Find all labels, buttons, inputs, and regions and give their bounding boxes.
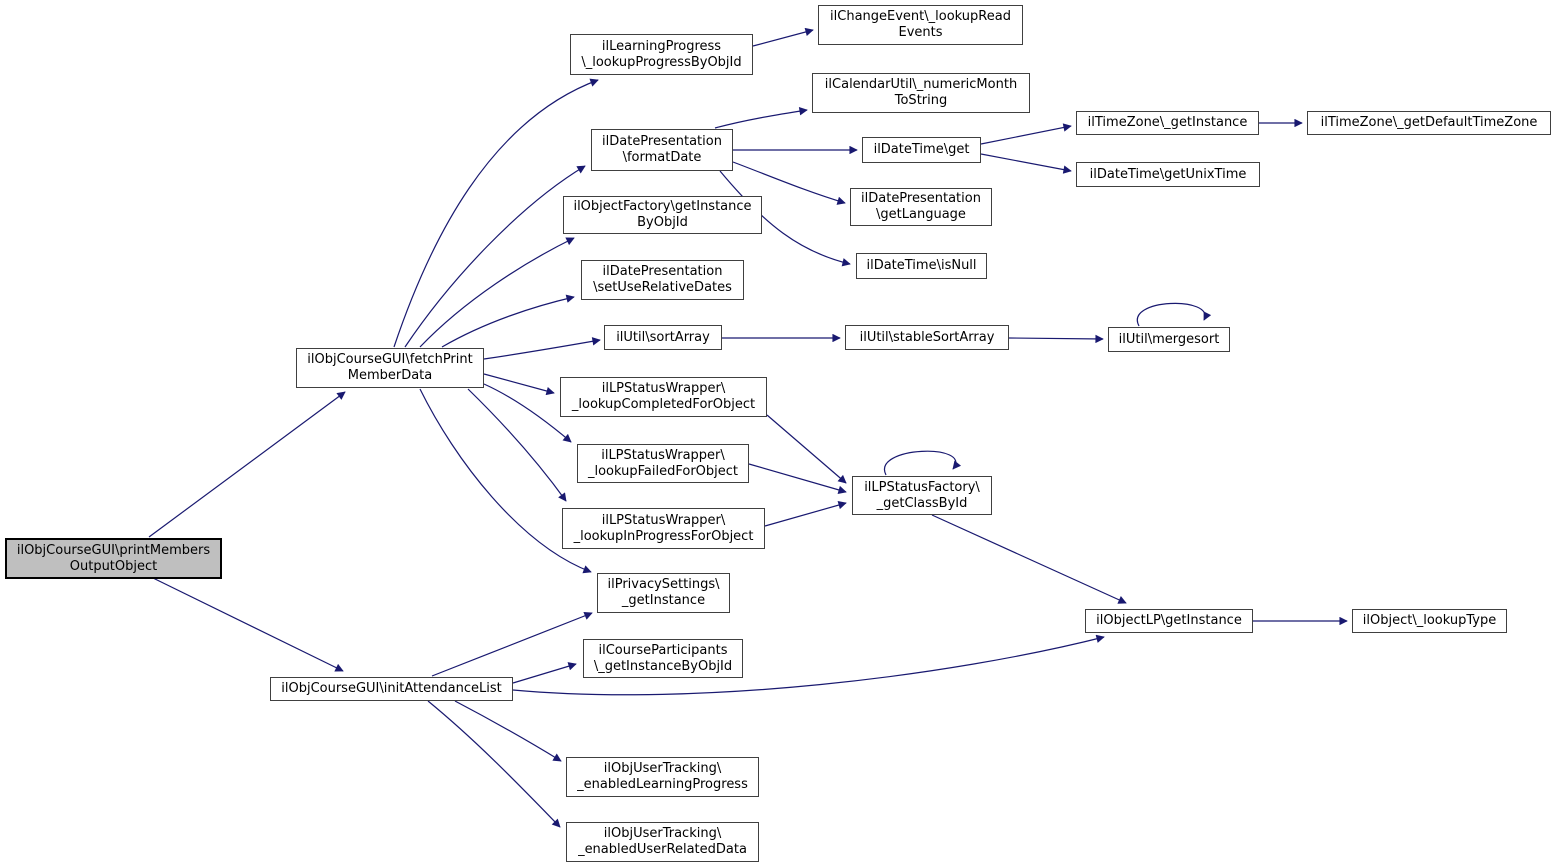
node-numericMonthToString[interactable]: ilCalendarUtil\_numericMonth ToString: [812, 73, 1030, 113]
edge-fetchPrint-to-formatDate: [404, 165, 586, 348]
edge-initAttendance-to-privacyGetInstance: [431, 611, 593, 677]
edge-lookupCompleted-to-getClassById: [766, 414, 847, 484]
node-privacyGetInstance[interactable]: ilPrivacySettings\ _getInstance: [597, 573, 730, 613]
edge-lookupProgress-to-lookupReadEvents: [752, 27, 814, 47]
node-stableSortArray[interactable]: ilUtil\stableSortArray: [845, 325, 1009, 350]
edge-printMembers-to-fetchPrint: [148, 391, 346, 538]
node-initAttendanceList[interactable]: ilObjCourseGUI\initAttendanceList: [270, 677, 513, 701]
node-getInstanceByObjId[interactable]: ilObjectFactory\getInstance ByObjId: [563, 196, 762, 234]
node-lookupReadEvents[interactable]: ilChangeEvent\_lookupRead Events: [818, 5, 1023, 45]
edge-fetchPrint-to-lookupFailed: [483, 383, 572, 443]
edge-lookupInProgress-to-getClassById: [764, 501, 847, 527]
edge-mergesort-self-loop: [1136, 302, 1212, 327]
edge-dateTimeGet-to-getUnixTime: [980, 153, 1072, 174]
node-objectLookupType[interactable]: ilObject\_lookupType: [1352, 609, 1507, 633]
edge-formatDate-to-isNull: [719, 170, 851, 267]
node-fetchPrintMemberData[interactable]: ilObjCourseGUI\fetchPrint MemberData: [296, 348, 484, 388]
edge-formatDate-to-numericMonthToString: [714, 107, 808, 129]
node-isNull[interactable]: ilDateTime\isNull: [856, 253, 987, 279]
node-getLanguage[interactable]: ilDatePresentation \getLanguage: [850, 188, 992, 226]
node-courseParticipantsGetInstanceByObjId[interactable]: ilCourseParticipants \_getInstanceByObjI…: [583, 639, 743, 678]
node-mergesort[interactable]: ilUtil\mergesort: [1108, 327, 1230, 352]
edge-fetchPrint-to-lookupCompleted: [483, 373, 555, 396]
edge-fetchPrint-to-lookupProgressByObjId: [393, 78, 599, 348]
edge-fetchPrint-to-lookupInProgress: [467, 388, 567, 502]
node-tzGetInstance[interactable]: ilTimeZone\_getInstance: [1076, 111, 1259, 135]
edge-fetchPrint-to-privacyGetInstance: [419, 388, 592, 574]
node-objectLPGetInstance[interactable]: ilObjectLP\getInstance: [1085, 609, 1253, 633]
edge-initAttendance-to-objectLPGetInstance: [512, 634, 1105, 696]
node-lookupProgressByObjId[interactable]: ilLearningProgress \_lookupProgressByObj…: [570, 34, 753, 75]
node-lookupFailedForObject[interactable]: ilLPStatusWrapper\ _lookupFailedForObjec…: [577, 444, 749, 483]
node-sortArray[interactable]: ilUtil\sortArray: [604, 325, 722, 350]
edge-initAttendance-to-enabledLearningProgress: [454, 700, 562, 762]
edge-fetchPrint-to-setUseRelativeDates: [441, 294, 575, 348]
node-formatDate[interactable]: ilDatePresentation \formatDate: [591, 129, 733, 171]
node-enabledUserRelatedData[interactable]: ilObjUserTracking\ _enabledUserRelatedDa…: [566, 822, 759, 862]
edge-stableSortArray-to-mergesort: [1008, 334, 1104, 344]
edge-fetchPrint-to-getInstanceByObjId: [419, 237, 575, 348]
node-enabledLearningProgress[interactable]: ilObjUserTracking\ _enabledLearningProgr…: [566, 757, 759, 797]
edge-printMembers-to-initAttendance: [152, 577, 344, 672]
edge-formatDate-to-getLanguage: [732, 161, 846, 205]
edge-initAttendance-to-enabledUserRelatedData: [427, 700, 561, 828]
node-lookupInProgressForObject[interactable]: ilLPStatusWrapper\ _lookupInProgressForO…: [562, 508, 765, 549]
node-getUnixTime[interactable]: ilDateTime\getUnixTime: [1076, 162, 1260, 187]
edge-initAttendance-to-courseParticipants: [512, 662, 577, 684]
edge-lookupFailed-to-getClassById: [748, 463, 847, 494]
node-printMembersOutputObject[interactable]: ilObjCourseGUI\printMembers OutputObject: [5, 538, 222, 579]
edge-dateTimeGet-to-tzGetInstance: [980, 123, 1072, 145]
edge-getClassById-to-objectLPGetInstance: [931, 514, 1127, 604]
node-dateTimeGet[interactable]: ilDateTime\get: [862, 137, 981, 163]
node-tzGetDefaultTimeZone[interactable]: ilTimeZone\_getDefaultTimeZone: [1307, 111, 1551, 135]
node-getClassById[interactable]: ilLPStatusFactory\ _getClassById: [852, 476, 992, 515]
edge-getClassById-self-loop: [883, 450, 962, 476]
edge-fetchPrint-to-sortArray: [483, 337, 601, 360]
node-setUseRelativeDates[interactable]: ilDatePresentation \setUseRelativeDates: [581, 260, 744, 300]
node-lookupCompletedForObject[interactable]: ilLPStatusWrapper\ _lookupCompletedForOb…: [560, 377, 767, 417]
